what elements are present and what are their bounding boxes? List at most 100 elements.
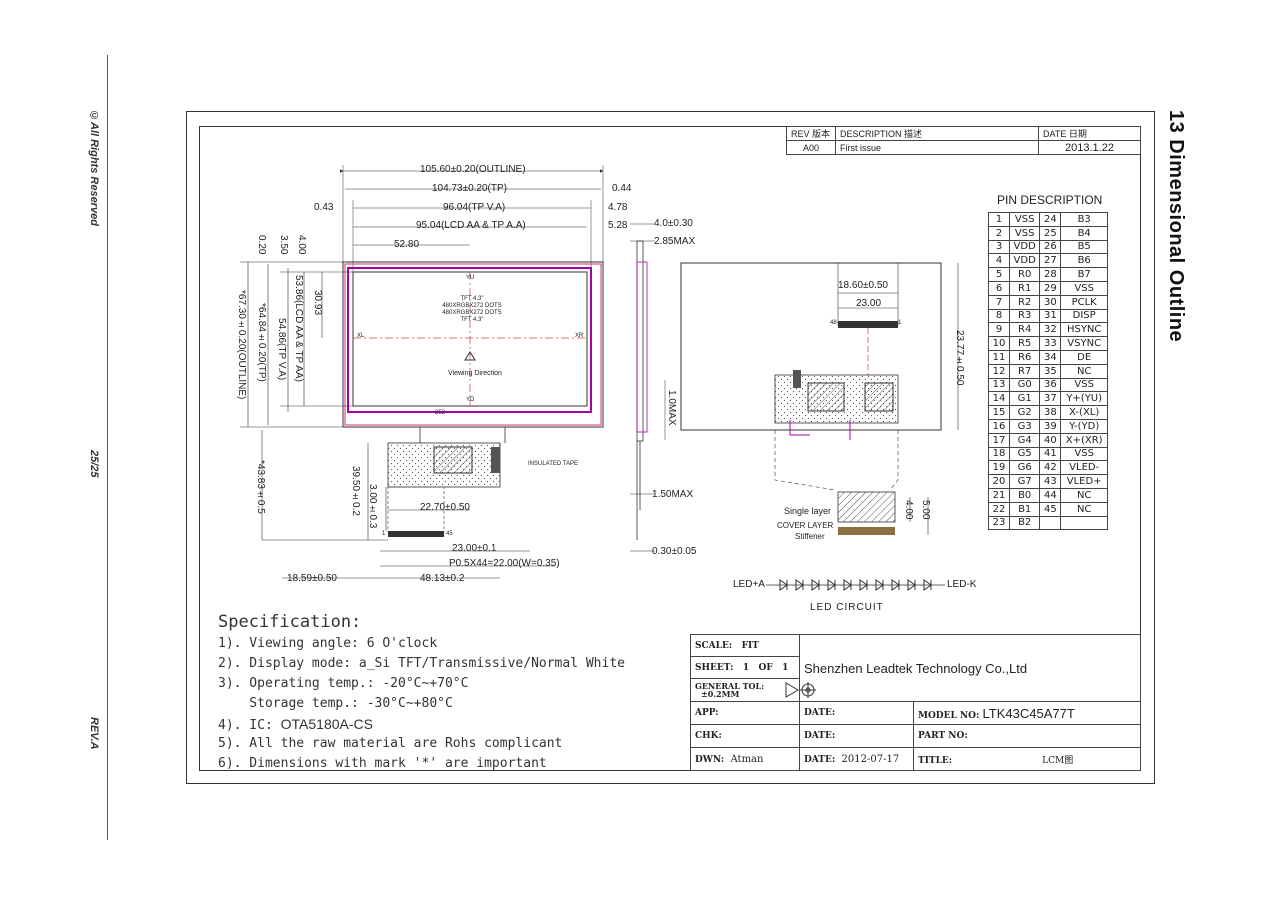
fpc-pin1-label: 1 bbox=[382, 531, 386, 537]
back-dim-400: 4.00 bbox=[903, 500, 914, 520]
ic-chip bbox=[433, 446, 473, 474]
pin-cell: VLED- bbox=[1060, 460, 1108, 476]
dim-fpc-total: *43.83±0.5 bbox=[255, 460, 266, 514]
pin-cell: G4 bbox=[1008, 432, 1041, 448]
side-dim-285: 2.85MAX bbox=[654, 236, 696, 247]
pin-cell: B2 bbox=[1008, 515, 1041, 531]
rights-text: ©All Rights Reserved bbox=[88, 110, 100, 226]
pin-cell: B3 bbox=[1060, 212, 1108, 227]
led-diodes bbox=[779, 579, 932, 591]
pin-cell: 34 bbox=[1039, 349, 1062, 365]
pin-cell: 35 bbox=[1039, 363, 1062, 379]
pin-cell: B7 bbox=[1060, 267, 1108, 282]
pin-cell: VSS bbox=[1060, 280, 1108, 296]
pin-cell: VLED+ bbox=[1060, 474, 1108, 489]
pin-cell: R2 bbox=[1008, 294, 1041, 310]
pin-cell: G5 bbox=[1008, 446, 1041, 462]
side-dim-10: 1.0MAX bbox=[666, 390, 677, 426]
tft-label-2: 480XRGBX272 DOTS bbox=[442, 303, 502, 309]
pin-cell: 4 bbox=[988, 253, 1010, 269]
led-cathode-label: LED-K bbox=[947, 579, 977, 590]
pin-cell: VSS bbox=[1060, 377, 1108, 393]
viewing-arrow-icon bbox=[464, 351, 476, 361]
dim-fpc-pitch: P0.5X44=22.00(W=0.35) bbox=[449, 558, 560, 569]
drawing-outer-frame bbox=[186, 111, 1155, 784]
pin-cell: 9 bbox=[988, 322, 1010, 338]
pin-cell: 31 bbox=[1039, 308, 1062, 324]
pin-cell: R6 bbox=[1008, 349, 1041, 365]
pin-cell: 16 bbox=[988, 418, 1010, 434]
pin-cell: Y+(YU) bbox=[1060, 391, 1108, 407]
drawing-inner-frame bbox=[199, 126, 1141, 771]
pin-cell: 30 bbox=[1039, 294, 1062, 310]
pin-cell: 19 bbox=[988, 460, 1010, 476]
pin-cell: 24 bbox=[1039, 212, 1062, 227]
tft-label-block: TFT 4.3" 480XRGBX272 DOTS 480XRGBX272 DO… bbox=[442, 296, 502, 324]
dwn-name: Atman bbox=[730, 753, 764, 765]
pin-cell bbox=[1060, 515, 1108, 531]
spec-item: Storage temp.: -30°C~+80°C bbox=[218, 696, 453, 711]
pin-cell: PCLK bbox=[1060, 294, 1108, 310]
title-value: LCM图 bbox=[1042, 755, 1074, 766]
pin-cell: B1 bbox=[1008, 501, 1041, 517]
back-dim-2377: 23.77±0.50 bbox=[954, 330, 965, 386]
dim-tp-height: *64.84±0.20(TP) bbox=[256, 303, 267, 382]
pin-cell: G7 bbox=[1008, 474, 1041, 489]
fpc-contacts bbox=[388, 531, 444, 537]
dim-fpc-mid: 39.50±0.2 bbox=[350, 466, 361, 516]
pin-cell: 38 bbox=[1039, 405, 1062, 420]
pin-cell: X+(XR) bbox=[1060, 432, 1108, 448]
cover-layer-label: COVER LAYER bbox=[777, 521, 834, 530]
pin-cell: R7 bbox=[1008, 363, 1041, 379]
dim-half-height: 30.93 bbox=[312, 290, 323, 316]
side-view bbox=[630, 223, 666, 552]
pin-cell: 15 bbox=[988, 405, 1010, 420]
pin-cell: 26 bbox=[1039, 239, 1062, 255]
dim-fpc-4813: 48.13±0.2 bbox=[420, 573, 465, 584]
fpc-pin45-label: 45 bbox=[446, 531, 453, 537]
pin-cell: 29 bbox=[1039, 280, 1062, 296]
desc-cell: First issue bbox=[835, 140, 1039, 155]
dwn-date-cell: DATE: 2012-07-17 bbox=[799, 747, 914, 771]
chk-date-cell: DATE: bbox=[799, 724, 914, 748]
pin-cell: NC bbox=[1060, 487, 1108, 503]
pin-cell: 8 bbox=[988, 308, 1010, 324]
dim-half-width: 52.80 bbox=[394, 239, 420, 250]
pin-cell: G2 bbox=[1008, 405, 1041, 420]
dim-044: 0.44 bbox=[612, 183, 632, 194]
pin-cell: 33 bbox=[1039, 336, 1062, 351]
scale-value: FIT bbox=[741, 640, 759, 651]
pin-cell: 13 bbox=[988, 377, 1010, 393]
pin-cell: 10 bbox=[988, 336, 1010, 351]
spec-item: 6). Dimensions with mark '*' are importa… bbox=[218, 756, 547, 771]
pin-cell: 45 bbox=[1039, 501, 1062, 517]
pin-cell: R4 bbox=[1008, 322, 1041, 338]
pin-cell: G1 bbox=[1008, 391, 1041, 407]
pin-cell: R3 bbox=[1008, 308, 1041, 324]
pin-cell: NC bbox=[1060, 501, 1108, 517]
pin-cell: B6 bbox=[1060, 253, 1108, 269]
spec-item-ic: 4). IC: OTA5180A-CS bbox=[218, 716, 625, 736]
dim-020: 0.20 bbox=[256, 235, 267, 255]
sheet-value: 1 bbox=[742, 662, 750, 673]
specification-title: Specification: bbox=[218, 612, 362, 632]
label-252: 252 bbox=[435, 410, 446, 416]
insulated-tape-block bbox=[491, 447, 500, 473]
back-dim-1860: 18.60±0.50 bbox=[838, 280, 888, 291]
spec-item: 2). Display mode: a_Si TFT/Transmissive/… bbox=[218, 656, 625, 671]
spec-ic-prefix: 4). IC: bbox=[218, 718, 281, 733]
pin-cell: R5 bbox=[1008, 336, 1041, 351]
pin-cell: 12 bbox=[988, 363, 1010, 379]
